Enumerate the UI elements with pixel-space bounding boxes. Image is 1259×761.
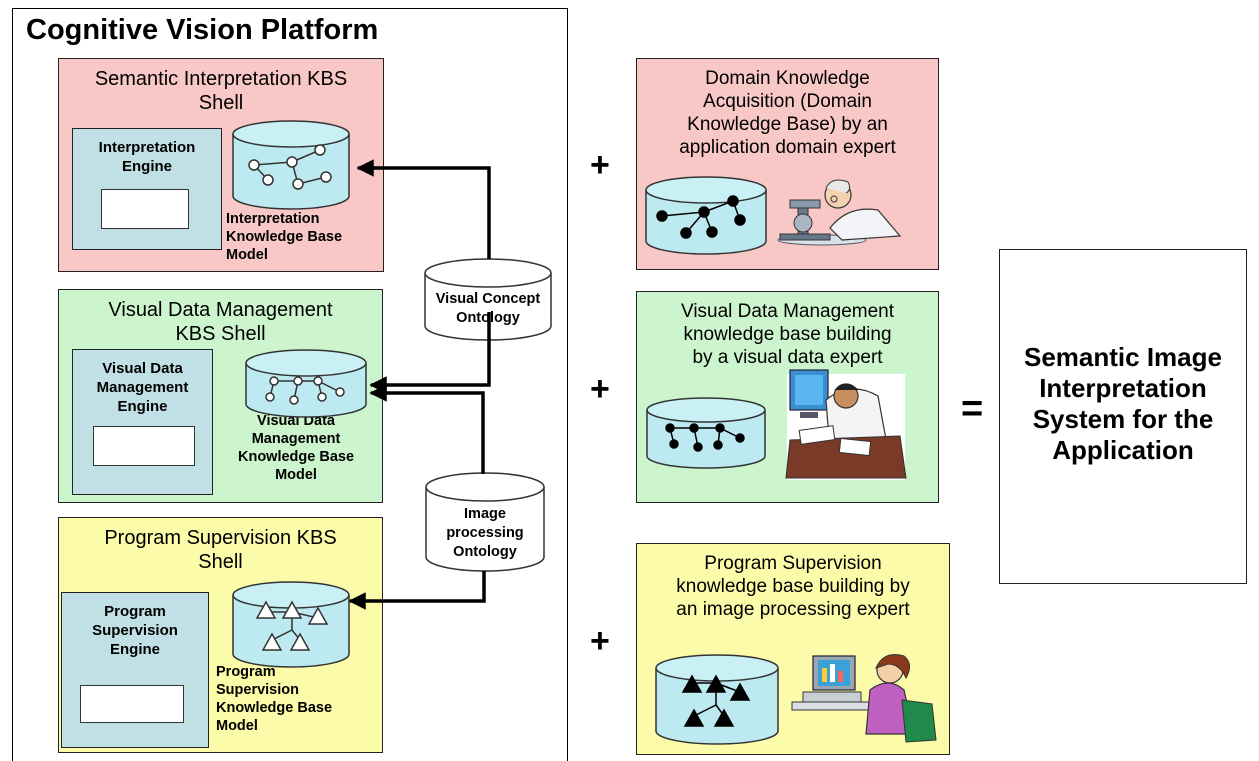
kb-label: Interpretation Knowledge Base Model xyxy=(226,211,343,263)
visual-data-management-engine: Visual Data Management Engine xyxy=(72,349,213,495)
plus-sign: + xyxy=(590,622,610,660)
knowledge-text: Visual Data Management knowledge base bu… xyxy=(681,301,894,368)
document-icon xyxy=(101,189,189,229)
plus-sign: + xyxy=(590,146,610,184)
result-box: Semantic Image Interpretation System for… xyxy=(999,249,1247,584)
shell-title: Program Supervision KBS Shell xyxy=(104,527,337,573)
kb-graph-icon xyxy=(248,144,332,190)
engine-title: Visual Data Management Engine xyxy=(96,360,189,415)
image-processing-ontology-label: Image processing Ontology xyxy=(446,506,524,560)
visual-data-expert-kb-cylinder xyxy=(646,397,766,469)
kb-label: Visual Data Management Knowledge Base Mo… xyxy=(238,413,355,483)
visual-concept-ontology-cylinder xyxy=(424,258,552,341)
plus-sign: + xyxy=(590,370,610,408)
shell-title: Visual Data Management KBS Shell xyxy=(108,299,333,345)
engine-title: Program Supervision Engine xyxy=(92,603,178,658)
domain-kb-cylinder xyxy=(645,176,767,255)
interpretation-kb-cylinder xyxy=(232,120,350,210)
document-icon xyxy=(93,426,195,466)
image-processing-ontology-cylinder xyxy=(425,472,545,572)
knowledge-text: Program Supervision knowledge base build… xyxy=(676,553,910,620)
knowledge-text: Domain Knowledge Acquisition (Domain Kno… xyxy=(679,68,896,158)
program-supervision-engine: Program Supervision Engine xyxy=(61,592,209,748)
computer-user-icon xyxy=(791,654,937,743)
equals-sign: = xyxy=(961,388,984,430)
connector-arrows xyxy=(348,159,491,610)
shell-title: Semantic Interpretation KBS Shell xyxy=(94,68,348,114)
image-processing-expert-kb-cylinder xyxy=(655,654,779,745)
engine-title: Interpretation Engine xyxy=(98,139,196,175)
program-supervision-kb-cylinder xyxy=(232,581,350,668)
document-icon xyxy=(80,685,184,723)
kb-label: Program Supervision Knowledge Base Model xyxy=(216,664,333,734)
visual-concept-ontology-label: Visual Concept Ontology xyxy=(435,291,541,326)
interpretation-engine: Interpretation Engine xyxy=(72,128,222,250)
result-text: Semantic Image Interpretation System for… xyxy=(1024,342,1222,465)
visual-data-kb-cylinder xyxy=(245,349,367,418)
platform-title: Cognitive Vision Platform xyxy=(26,14,379,46)
scientist-microscope-icon xyxy=(777,179,902,246)
kb-triangle-graph-icon xyxy=(255,600,329,651)
stressed-worker-icon xyxy=(785,369,907,480)
kb-graph-icon xyxy=(265,376,345,405)
